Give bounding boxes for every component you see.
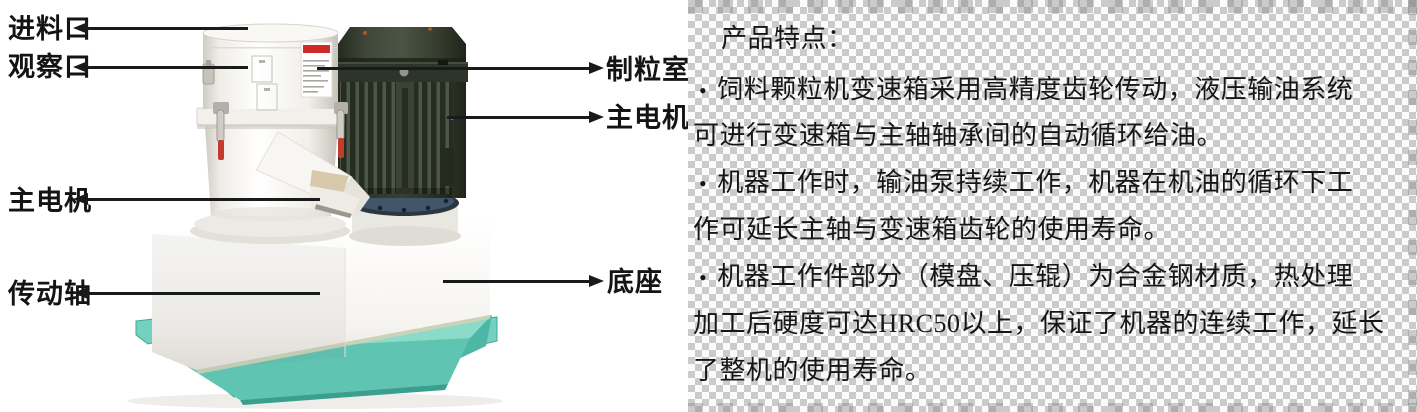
main-motor-right-arrow [447,111,604,123]
feature-line: •饲料颗粒机变速箱采用高精度齿轮传动，液压输油系统 [699,75,1354,104]
toggle-clamps [202,60,348,160]
machine-illustration [127,23,503,409]
bullet-icon: • [699,171,708,196]
callout-label-main-motor-right: 主电机 [606,103,690,133]
features-panel: 产品特点： •饲料颗粒机变速箱采用高精度齿轮传动，液压输油系统 可进行变速箱与主… [688,0,1417,412]
feature-line: •机器工作时，输油泵持续工作，机器在机油的循环下工 [699,168,1354,197]
main-motor-left-arrow [73,193,320,205]
feature-line: 可进行变速箱与主轴轴承间的自动循环给油。 [693,121,1224,150]
observation-port-arrow [73,61,248,73]
machine-chute [255,131,370,218]
machine-photo-panel: 进料口 观察口 主电机 传动轴 制粒室 主电机 底座 [0,0,690,412]
checker-edge-bottom [688,403,1417,412]
bullet-icon: • [699,265,708,290]
bullet-icon: • [699,78,708,103]
callout-label-pellet-chamber: 制粒室 [606,55,690,85]
feed-inlet-arrow [73,22,248,34]
callout-label-base: 底座 [607,267,663,297]
features-heading: 产品特点： [721,24,854,53]
drive-shaft-arrow [73,287,320,299]
feature-line: •机器工作件部分（模盘、压辊）为合金钢材质，热处理 [699,262,1354,291]
checker-edge-top [688,0,1417,13]
machine-motor [336,27,468,246]
feature-line: 了整机的使用寿命。 [693,356,932,385]
base-arrow [443,275,604,287]
ground-shadow [127,393,503,409]
checker-edge-right [1408,0,1417,412]
feature-line: 作可延长主轴与变速箱齿轮的使用寿命。 [693,215,1171,244]
feature-line: 加工后硬度可达HRC50以上，保证了机器的连续工作，延长 [693,309,1385,338]
pellet-chamber-arrow [317,62,604,74]
